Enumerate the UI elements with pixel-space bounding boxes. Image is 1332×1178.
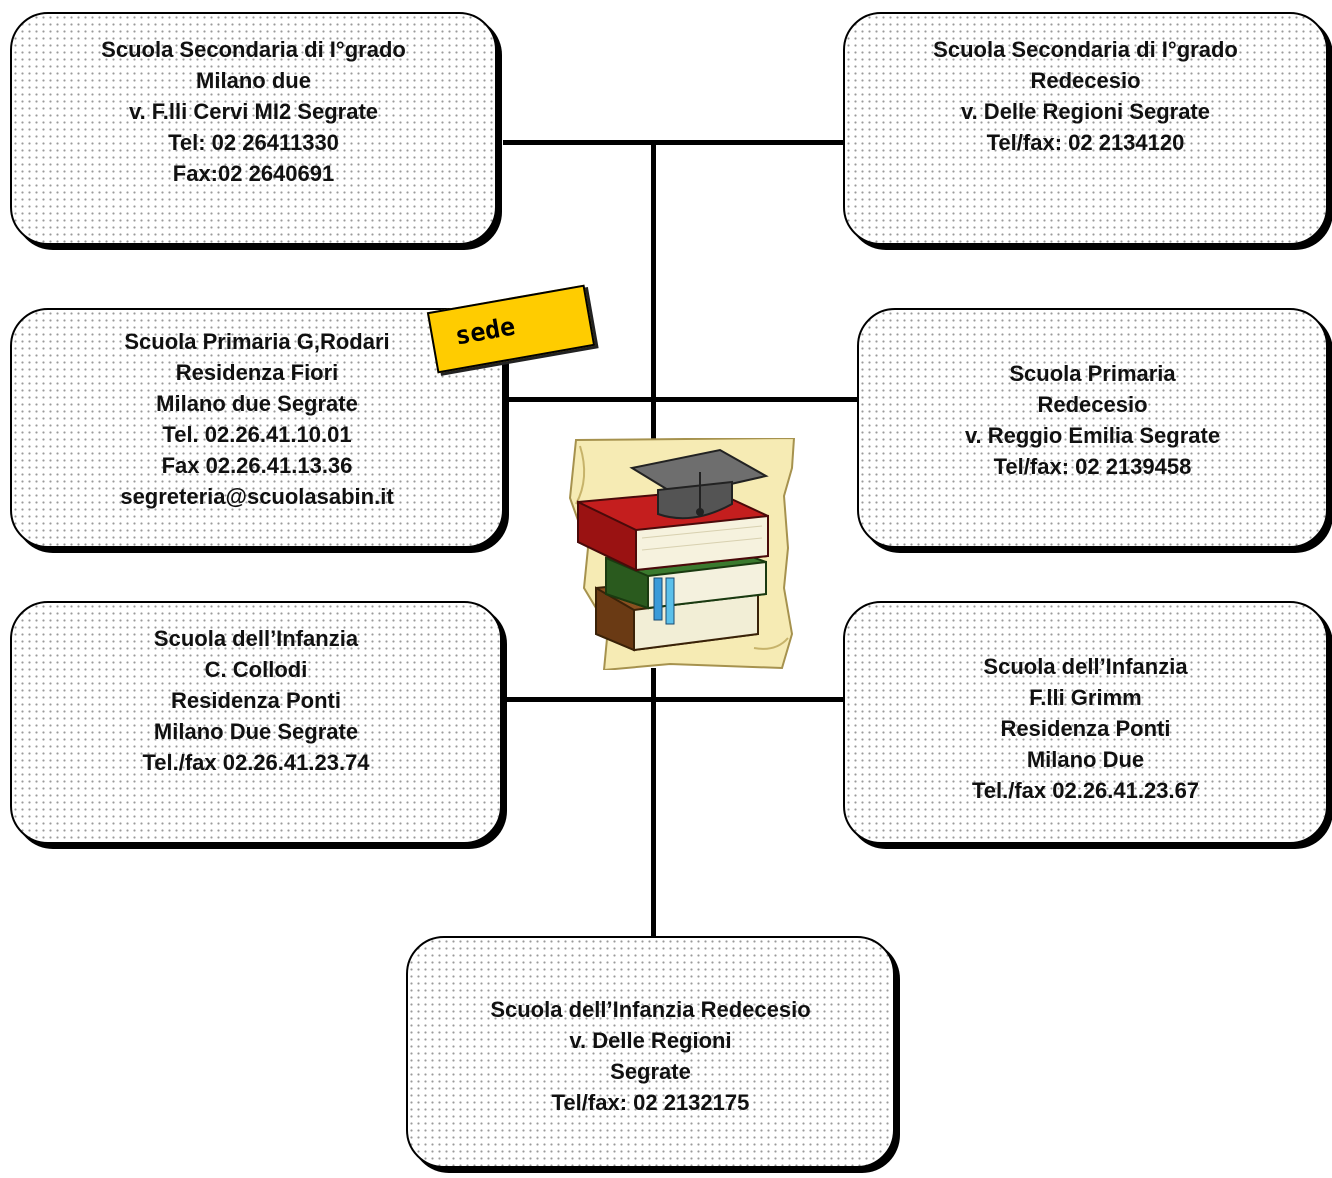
school-box-primaria-rodari: Scuola Primaria G,Rodari Residenza Fiori…: [10, 308, 504, 548]
box-line: Tel/fax: 02 2139458: [993, 454, 1192, 479]
box-line: Scuola dell’Infanzia: [153, 626, 359, 651]
school-box-infanzia-redecesio: Scuola dell’Infanzia Redecesio v. Delle …: [406, 936, 895, 1168]
connector-top: [503, 140, 845, 145]
box-line: Scuola Primaria G,Rodari: [124, 329, 390, 354]
box-line: Residenza Ponti: [1000, 716, 1171, 741]
box-line: segreteria@scuolasabin.it: [120, 484, 394, 509]
box-line: F.lli Grimm: [1029, 685, 1142, 710]
box-line: Milano Due: [1026, 747, 1145, 772]
box-line: Milano Due Segrate: [153, 719, 359, 744]
sede-tag: sede: [426, 284, 596, 374]
box-line: Tel./fax 02.26.41.23.74: [142, 750, 370, 775]
sede-tag-label: sede: [452, 311, 518, 351]
books-graduation-cap-icon: [562, 436, 798, 672]
box-line: v. Delle Regioni: [569, 1028, 732, 1053]
school-box-secondaria-milano-due: Scuola Secondaria di I°grado Milano due …: [10, 12, 497, 245]
connector-vertical-lower: [651, 668, 656, 958]
box-line: C. Collodi: [204, 657, 308, 682]
connector-vertical-upper: [651, 140, 656, 440]
box-line: Segrate: [610, 1059, 691, 1084]
box-line: Scuola Secondaria di I°grado: [101, 37, 406, 62]
box-line: Scuola Secondaria di I°grado: [933, 37, 1238, 62]
box-line: v. Delle Regioni Segrate: [960, 99, 1210, 124]
box-line: Scuola dell’Infanzia: [983, 654, 1188, 679]
box-line: Scuola Primaria: [1009, 361, 1176, 386]
connector-mid: [497, 397, 859, 402]
connector-low: [506, 697, 847, 702]
box-line: Residenza Ponti: [171, 688, 341, 713]
box-line: v. F.lli Cervi MI2 Segrate: [128, 99, 379, 124]
box-line: Tel/fax: 02 2132175: [551, 1090, 750, 1115]
school-box-primaria-redecesio: Scuola Primaria Redecesio v. Reggio Emil…: [857, 308, 1328, 548]
box-line: Redecesio: [1030, 68, 1141, 93]
box-line: Tel/fax: 02 2134120: [986, 130, 1185, 155]
box-line: Fax 02.26.41.13.36: [161, 453, 353, 478]
box-line: Tel: 02 26411330: [168, 130, 339, 155]
box-line: Tel./fax 02.26.41.23.67: [971, 778, 1200, 803]
school-box-infanzia-grimm: Scuola dell’Infanzia F.lli Grimm Residen…: [843, 601, 1328, 844]
box-line: Residenza Fiori: [175, 360, 339, 385]
box-line: v. Reggio Emilia Segrate: [964, 423, 1221, 448]
box-line: Milano due Segrate: [156, 391, 358, 416]
box-line: Scuola dell’Infanzia Redecesio: [490, 997, 811, 1022]
box-line: Tel. 02.26.41.10.01: [162, 422, 352, 447]
box-line: Redecesio: [1037, 392, 1148, 417]
box-line: Fax:02 2640691: [172, 161, 335, 186]
box-line: Milano due: [196, 68, 311, 93]
school-box-secondaria-redecesio: Scuola Secondaria di I°grado Redecesio v…: [843, 12, 1328, 245]
school-box-infanzia-collodi: Scuola dell’Infanzia C. Collodi Residenz…: [10, 601, 502, 844]
